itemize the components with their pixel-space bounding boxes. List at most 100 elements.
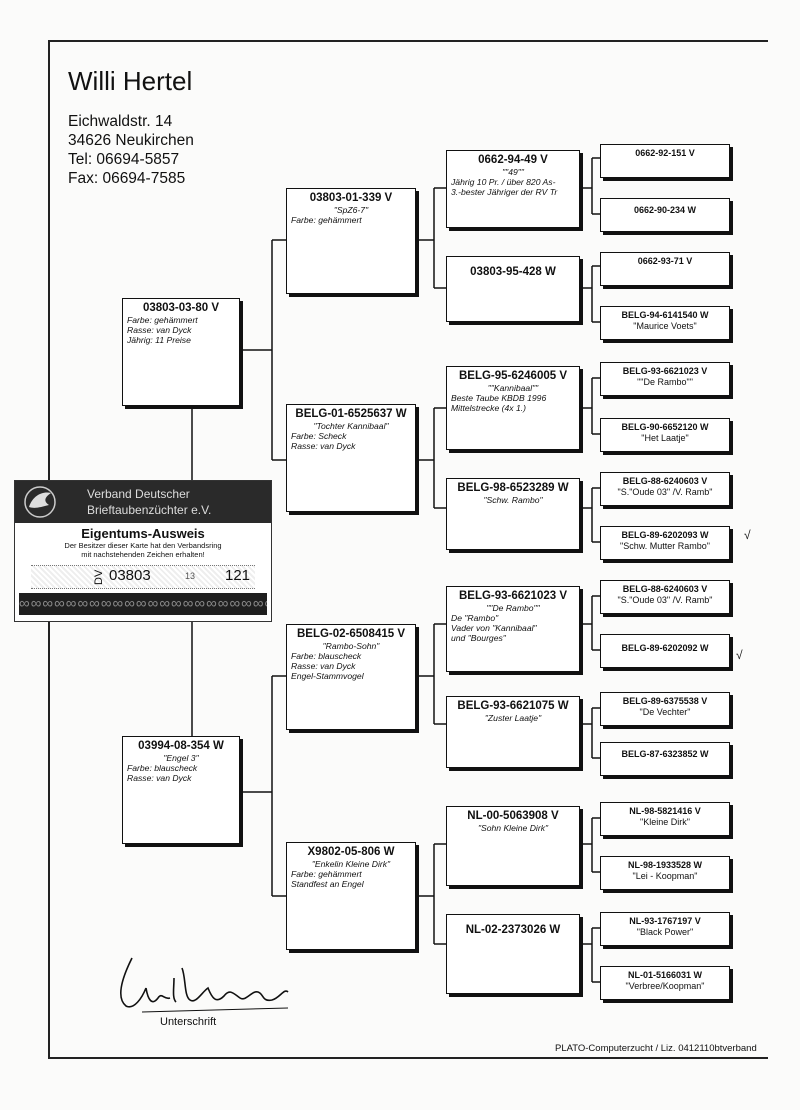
ring-number: BELG-87-6323852 W xyxy=(621,749,709,759)
detail-line: 3.-bester Jähriger der RV Tr xyxy=(451,187,558,197)
ring-number: NL-02-2373026 W xyxy=(465,924,561,936)
ring-number: BELG-90-6652120 W xyxy=(621,422,709,432)
ring-number: BELG-88-6240603 V xyxy=(622,584,708,594)
pedigree-box-gen4: 0662-93-71 V xyxy=(600,252,730,286)
ring-number: BELG-89-6202093 W xyxy=(621,530,709,540)
pigeon-name: "S."Oude 03" /V. Ramb" xyxy=(617,595,713,605)
pedigree-box-gen4: NL-93-1767197 V "Black Power" xyxy=(600,912,730,946)
ring-number: NL-00-5063908 V xyxy=(467,810,559,822)
pedigree-box-gen2: BELG-02-6508415 V "Rambo-Sohn" Farbe: bl… xyxy=(286,624,416,730)
pigeon-name: "S."Oude 03" /V. Ramb" xyxy=(617,487,713,497)
detail-line: Farbe: blauscheck xyxy=(127,763,198,773)
ownership-card: Verband Deutscher Brieftaubenzüchter e.V… xyxy=(14,480,272,622)
owner-name: Willi Hertel xyxy=(68,66,193,96)
ring-year: 13 xyxy=(185,571,196,581)
pedigree-box-gen3: NL-02-2373026 W xyxy=(446,914,580,994)
software-credit: PLATO-Computerzucht / Liz. 0412110btverb… xyxy=(555,1043,757,1054)
ring-number: 0662-94-49 V xyxy=(478,154,548,166)
pedigree-box-sire: 03803-03-80 V Farbe: gehämmert Rasse: va… xyxy=(122,298,240,406)
pigeon-name: ""De Rambo"" xyxy=(637,377,693,387)
card-header: Verband Deutscher Brieftaubenzüchter e.V… xyxy=(15,481,271,523)
pigeon-name: "Zuster Laatje" xyxy=(484,713,542,723)
ring-number: BELG-02-6508415 V xyxy=(296,628,406,640)
detail-line: Rasse: van Dyck xyxy=(127,773,192,783)
ring-number: BELG-89-6202092 W xyxy=(621,643,709,653)
handwritten-signature xyxy=(120,957,289,1013)
pedigree-box-gen3: NL-00-5063908 V "Sohn Kleine Dirk" xyxy=(446,806,580,886)
ring-number: 03803-95-428 W xyxy=(470,266,556,278)
pigeon-name: "Schw. Mutter Rambo" xyxy=(620,541,710,551)
pedigree-box-gen4: BELG-89-6202092 W xyxy=(600,634,730,668)
owner-fax: Fax: 06694-7585 xyxy=(68,170,186,187)
detail-line: Farbe: gehämmert xyxy=(291,215,362,225)
ring-number: BELG-98-6523289 W xyxy=(457,482,569,494)
check-mark: √ xyxy=(744,528,751,542)
ring-number: BELG-95-6246005 V xyxy=(458,370,568,382)
ring-serial: 121 xyxy=(225,567,251,584)
pigeon-name: "Verbree/Koopman" xyxy=(625,981,705,991)
detail-line: Beste Taube KBDB 1996 xyxy=(451,393,547,403)
pigeon-name: "SpZ6-7" xyxy=(333,205,369,215)
detail-line: Rasse: van Dyck xyxy=(291,441,356,451)
ring-number: BELG-94-6141540 W xyxy=(621,310,709,320)
pigeon-name: "Enkelin Kleine Dirk" xyxy=(311,859,391,869)
pigeon-name: "Rambo-Sohn" xyxy=(322,641,380,651)
org-name-line1: Verband Deutscher xyxy=(87,487,190,501)
ring-prefix: DV xyxy=(93,569,105,585)
detail-line: Engel-Stammvogel xyxy=(291,671,364,681)
owner-city: 34626 Neukirchen xyxy=(68,132,194,149)
detail-line: Rasse: van Dyck xyxy=(127,325,192,335)
card-text: Der Besitzer dieser Karte hat den Verban… xyxy=(64,541,222,550)
pigeon-name: "Schw. Rambo" xyxy=(483,495,543,505)
ring-number: 0662-90-234 W xyxy=(633,205,697,215)
pedigree-box-gen3: BELG-93-6621023 V ""De Rambo"" De "Rambo… xyxy=(446,586,580,672)
ring-id: 03803 xyxy=(109,567,151,584)
pedigree-box-gen4: BELG-90-6652120 W "Het Laatje" xyxy=(600,418,730,452)
card-title: Eigentums-Ausweis xyxy=(81,526,205,541)
detail-line: Vader von "Kannibaal" xyxy=(451,623,537,633)
ring-number: NL-01-5166031 W xyxy=(627,970,703,980)
ring-number: X9802-05-806 W xyxy=(307,846,395,858)
pigeon-name: "De Vechter" xyxy=(639,707,691,717)
pedigree-box-gen2: BELG-01-6525637 W "Tochter Kannibaal" Fa… xyxy=(286,404,416,512)
ring-number: NL-93-1767197 V xyxy=(629,916,701,926)
pedigree-box-gen4: 0662-92-151 V xyxy=(600,144,730,178)
pedigree-box-gen4: BELG-88-6240603 V "S."Oude 03" /V. Ramb" xyxy=(600,472,730,506)
ring-number: 0662-93-71 V xyxy=(637,256,693,266)
decorative-band: ∞∞∞∞∞∞∞∞∞∞∞∞∞∞∞∞∞∞∞∞∞∞∞∞∞∞∞∞∞∞ xyxy=(19,593,267,615)
ring-field xyxy=(31,565,255,589)
detail-line: Rasse: van Dyck xyxy=(291,661,356,671)
pigeon-name: "Tochter Kannibaal" xyxy=(313,421,389,431)
org-name-line2: Brieftaubenzüchter e.V. xyxy=(87,503,212,517)
pigeon-name: ""De Rambo"" xyxy=(486,603,540,613)
owner-street: Eichwaldstr. 14 xyxy=(68,113,173,130)
detail-line: und "Bourges" xyxy=(451,633,506,643)
pedigree-box-gen2: 03803-01-339 V "SpZ6-7" Farbe: gehämmert xyxy=(286,188,416,294)
ring-number: NL-98-1933528 W xyxy=(627,860,703,870)
pigeon-name: "Maurice Voets" xyxy=(633,321,697,331)
detail-line: Farbe: blauscheck xyxy=(291,651,362,661)
card-text: mit nachstehenden Zeichen erhalten! xyxy=(81,550,205,559)
ring-number: BELG-88-6240603 V xyxy=(622,476,708,486)
pedigree-box-gen4: BELG-94-6141540 W "Maurice Voets" xyxy=(600,306,730,340)
ring-number: 03994-08-354 W xyxy=(138,740,224,752)
pedigree-box-gen3: 03803-95-428 W xyxy=(446,256,580,322)
owner-tel: Tel: 06694-5857 xyxy=(68,151,180,168)
pigeon-name: "Engel 3" xyxy=(163,753,199,763)
ring-number: BELG-93-6621023 V xyxy=(622,366,708,376)
signature-label: Unterschrift xyxy=(160,1016,217,1028)
check-mark: √ xyxy=(736,648,743,662)
pigeon-logo-icon xyxy=(24,486,56,518)
pigeon-name: "Sohn Kleine Dirk" xyxy=(477,823,549,833)
frame-top-border xyxy=(48,40,768,42)
ring-number: NL-98-5821416 V xyxy=(629,806,701,816)
pedigree-box-gen3: BELG-93-6621075 W "Zuster Laatje" xyxy=(446,696,580,768)
pigeon-name: "Black Power" xyxy=(636,927,694,937)
pedigree-box-gen4: BELG-89-6375538 V "De Vechter" xyxy=(600,692,730,726)
ring-number: BELG-93-6621023 V xyxy=(458,590,568,602)
pedigree-box-dam: 03994-08-354 W "Engel 3" Farbe: blausche… xyxy=(122,736,240,844)
pedigree-box-gen4: NL-98-5821416 V "Kleine Dirk" xyxy=(600,802,730,836)
pedigree-box-gen3: BELG-98-6523289 W "Schw. Rambo" xyxy=(446,478,580,550)
pedigree-box-gen4: 0662-90-234 W xyxy=(600,198,730,232)
pigeon-name: "Het Laatje" xyxy=(641,433,689,443)
